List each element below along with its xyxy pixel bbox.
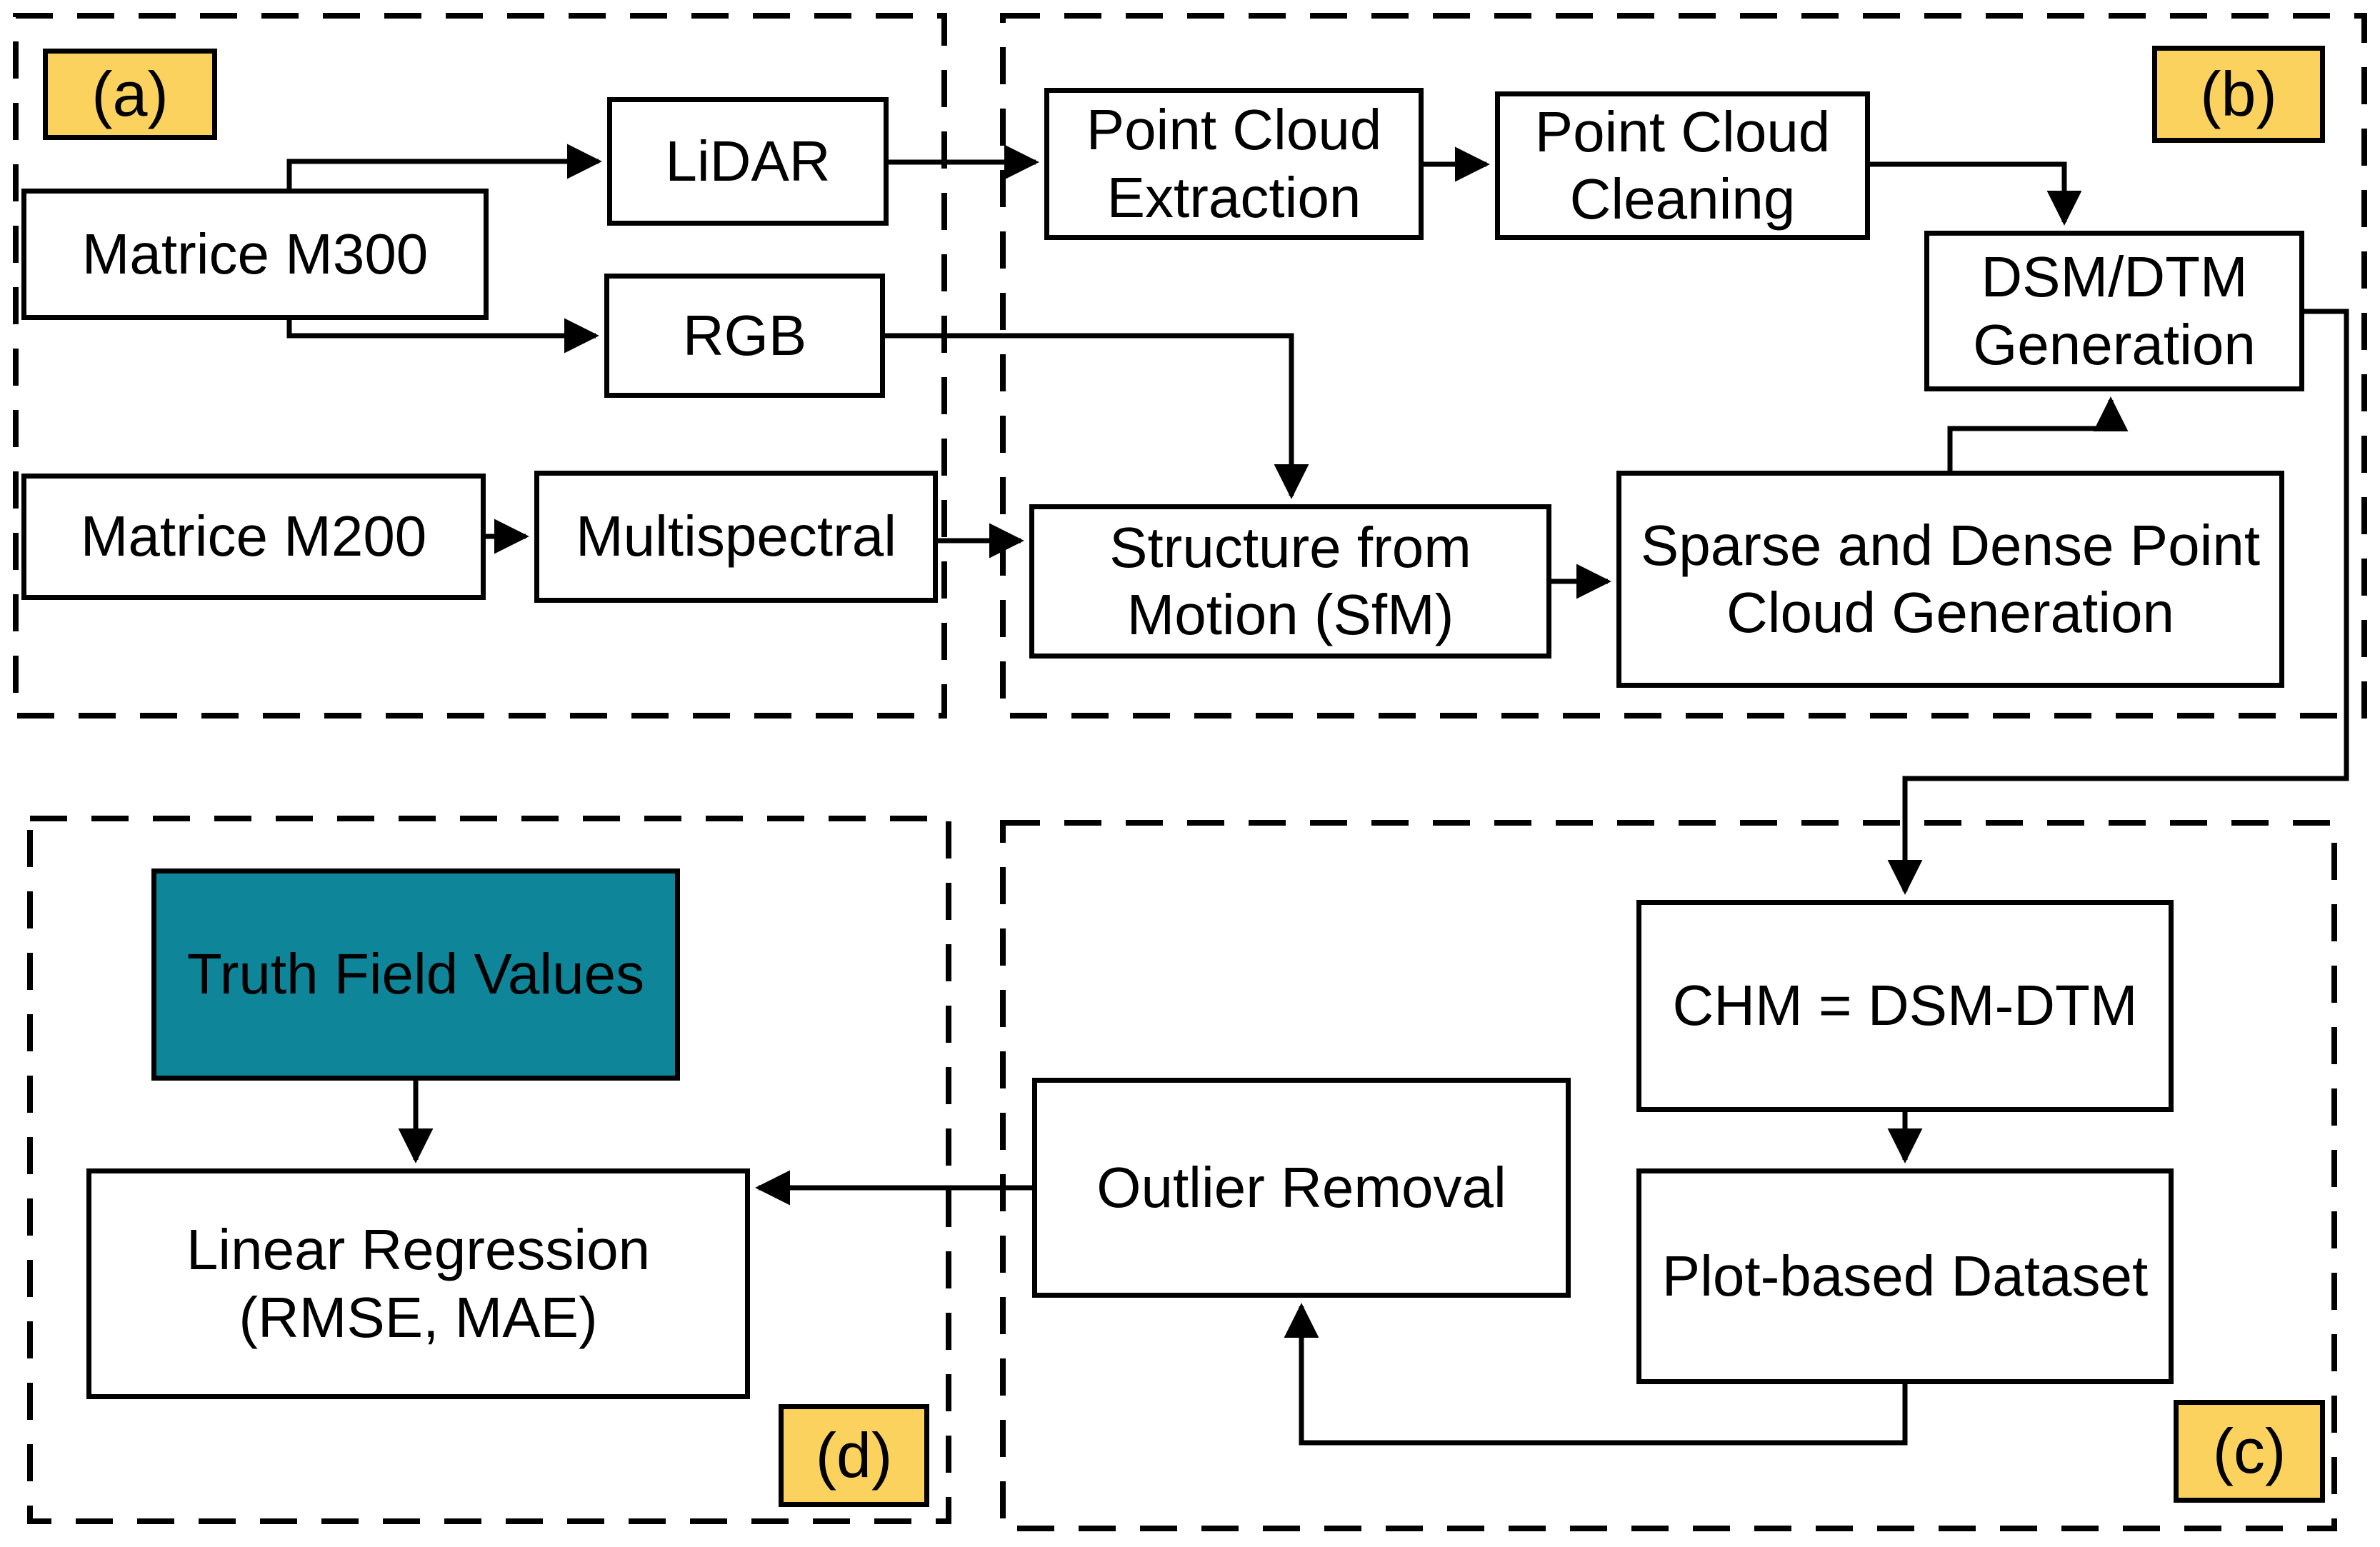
panel-d-frame	[27, 816, 951, 1524]
node-dsm-dtm-generation: DSM/DTM Generation	[1924, 231, 2304, 391]
panel-label-d: (d)	[779, 1404, 929, 1507]
panel-label-b: (b)	[2152, 46, 2325, 143]
panel-label-a: (a)	[43, 49, 217, 140]
node-linear-regression: Linear Regression (RMSE, MAE)	[86, 1168, 750, 1399]
arrow-sparse-to-dsm	[1947, 396, 2129, 473]
arrow-dsm-to-chm	[1887, 309, 2349, 895]
node-matrice-m300: Matrice M300	[21, 189, 489, 320]
node-plot-based-dataset: Plot-based Dataset	[1636, 1168, 2174, 1384]
node-multispectral: Multispectral	[534, 471, 938, 603]
panel-label-c: (c)	[2174, 1400, 2325, 1503]
node-matrice-m200: Matrice M200	[21, 474, 486, 600]
node-truth-field-values: Truth Field Values	[151, 868, 680, 1081]
panel-a-frame	[13, 13, 947, 719]
panel-c-frame	[1000, 820, 2337, 1531]
node-point-cloud-cleaning: Point Cloud Cleaning	[1495, 91, 1870, 240]
arrow-m300-to-lidar	[286, 144, 602, 191]
arrow-pcc-to-dsm	[1870, 161, 2082, 226]
node-outlier-removal: Outlier Removal	[1032, 1078, 1571, 1298]
node-sparse-dense-point-cloud: Sparse and Dense Point Cloud Generation	[1616, 471, 2284, 688]
arrow-plot-to-outlier	[1284, 1303, 1908, 1446]
node-rgb: RGB	[604, 274, 885, 398]
panel-b-frame	[1000, 13, 2367, 719]
arrow-m300-to-rgb	[286, 317, 599, 354]
node-structure-from-motion: Structure from Motion (SfM)	[1029, 504, 1551, 659]
node-point-cloud-extraction: Point Cloud Extraction	[1044, 88, 1424, 240]
node-lidar: LiDAR	[607, 97, 889, 226]
arrow-rgb-to-sfm	[885, 333, 1309, 499]
node-chm-dsm-dtm: CHM = DSM-DTM	[1636, 900, 2174, 1112]
